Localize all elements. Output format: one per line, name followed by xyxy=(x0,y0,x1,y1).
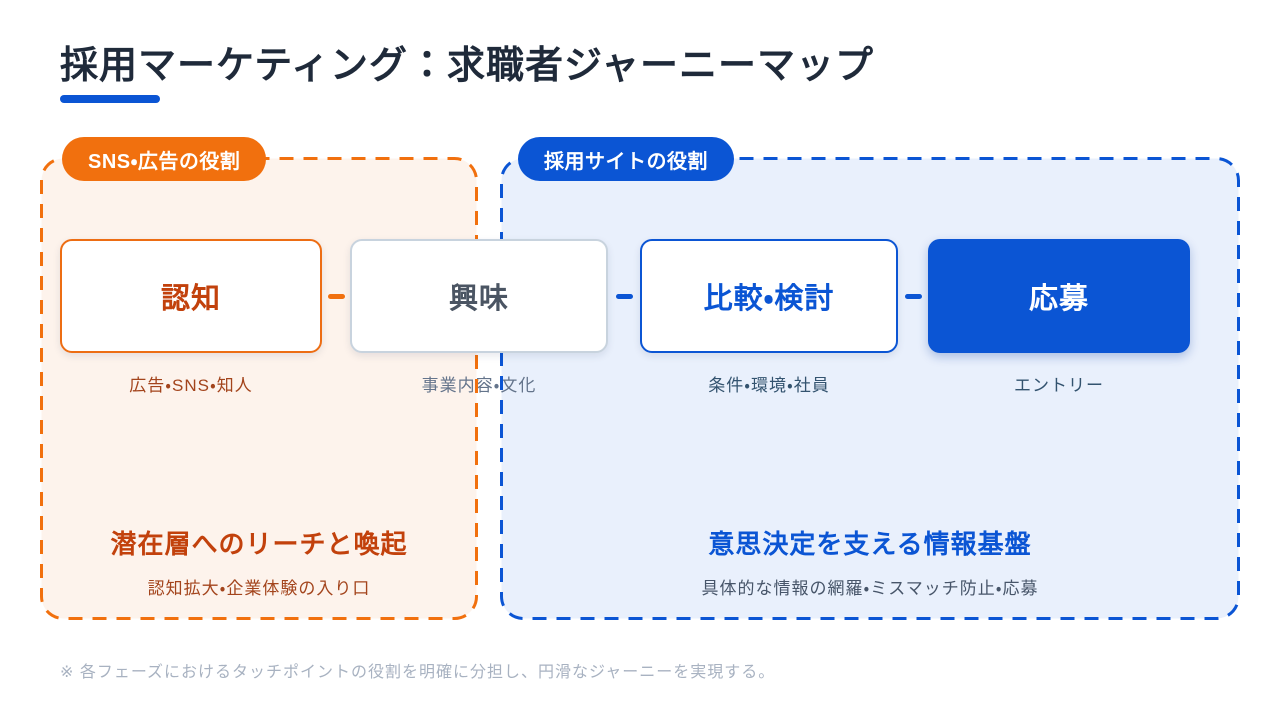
page-title: 採用マーケティング：求職者ジャーニーマップ xyxy=(60,45,875,87)
phase-sublabel-comparison: 条件・環境・社員 xyxy=(708,376,830,395)
title-accent-bar xyxy=(60,95,160,103)
connector-dash-interest-comparison xyxy=(616,294,633,299)
connector-dash-awareness-interest xyxy=(328,294,345,299)
phase-box-awareness: 認知 xyxy=(60,239,322,353)
site-zone-heading: 意思決定を支える情報基盤 xyxy=(708,529,1032,559)
phase-sublabel-interest: 事業内容・文化 xyxy=(421,376,537,395)
sns-zone-heading: 潜在層へのリーチと喚起 xyxy=(110,529,408,559)
phase-box-application: 応募 xyxy=(928,239,1190,353)
badge-recruit-site-role: 採用サイトの役割 xyxy=(518,137,734,181)
connector-dash-comparison-application xyxy=(905,294,922,299)
phase-box-interest: 興味 xyxy=(350,239,608,353)
badge-sns-ads-role: SNS・広告の役割 xyxy=(62,137,267,181)
site-zone-subheading: 具体的な情報の網羅・ミスマッチ防止・応募 xyxy=(701,579,1039,598)
phase-box-comparison: 比較・検討 xyxy=(640,239,898,353)
sns-zone-subheading: 認知拡大・企業体験の入り口 xyxy=(147,579,371,598)
phase-sublabel-application: エントリー xyxy=(1014,376,1104,395)
phase-sublabel-awareness: 広告・SNS・知人 xyxy=(129,376,253,395)
footnote: ※ 各フェーズにおけるタッチポイントの役割を明確に分担し、円滑なジャーニーを実現… xyxy=(60,664,776,681)
